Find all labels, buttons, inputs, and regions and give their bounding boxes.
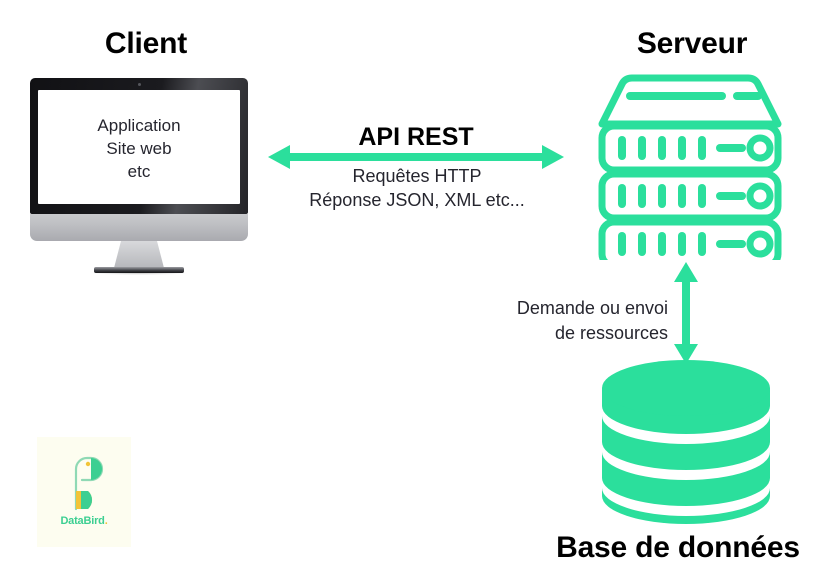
api-sub-line-2: Réponse JSON, XML etc...: [309, 190, 525, 210]
monitor-screen-text: Application Site web etc: [38, 114, 240, 183]
logo-name-main: DataBird: [60, 515, 105, 527]
server-title: Serveur: [636, 27, 748, 60]
monitor-stand-neck: [114, 241, 164, 268]
databird-wordmark: DataBird.: [37, 515, 131, 527]
server-rack-unit: [598, 122, 782, 174]
server-rack-unit: [598, 218, 782, 260]
database-double-arrow-icon: [674, 262, 698, 364]
client-monitor-icon: Application Site web etc: [30, 78, 248, 275]
screen-line-2: Site web: [106, 139, 172, 158]
monitor-stand-base: [94, 267, 184, 273]
api-sub-line-1: Requêtes HTTP: [352, 166, 482, 186]
monitor-chin: [30, 214, 248, 241]
server-rack-unit: [598, 170, 782, 222]
api-rest-label: API REST: [358, 123, 474, 151]
monitor-bezel: Application Site web etc: [30, 78, 248, 214]
databird-logo: DataBird.: [37, 437, 131, 547]
databird-bird-icon: [74, 456, 104, 511]
database-link-label: Demande ou envoi de ressources: [420, 296, 668, 346]
database-title: Base de données: [556, 531, 800, 564]
api-rest-sublabel: Requêtes HTTP Réponse JSON, XML etc...: [264, 164, 570, 212]
server-rack-icon: [598, 74, 782, 260]
database-cylinder-icon: [602, 360, 770, 524]
client-title: Client: [104, 27, 188, 60]
monitor-screen: Application Site web etc: [38, 90, 240, 204]
webcam-dot-icon: [137, 83, 141, 86]
monitor-shadow: [89, 271, 189, 275]
db-label-line-1: Demande ou envoi: [516, 298, 668, 318]
api-double-arrow-icon: [268, 145, 564, 169]
logo-name-dot: .: [104, 515, 108, 527]
screen-line-1: Application: [97, 116, 181, 135]
screen-line-3: etc: [127, 162, 151, 181]
db-label-line-2: de ressources: [554, 323, 668, 343]
